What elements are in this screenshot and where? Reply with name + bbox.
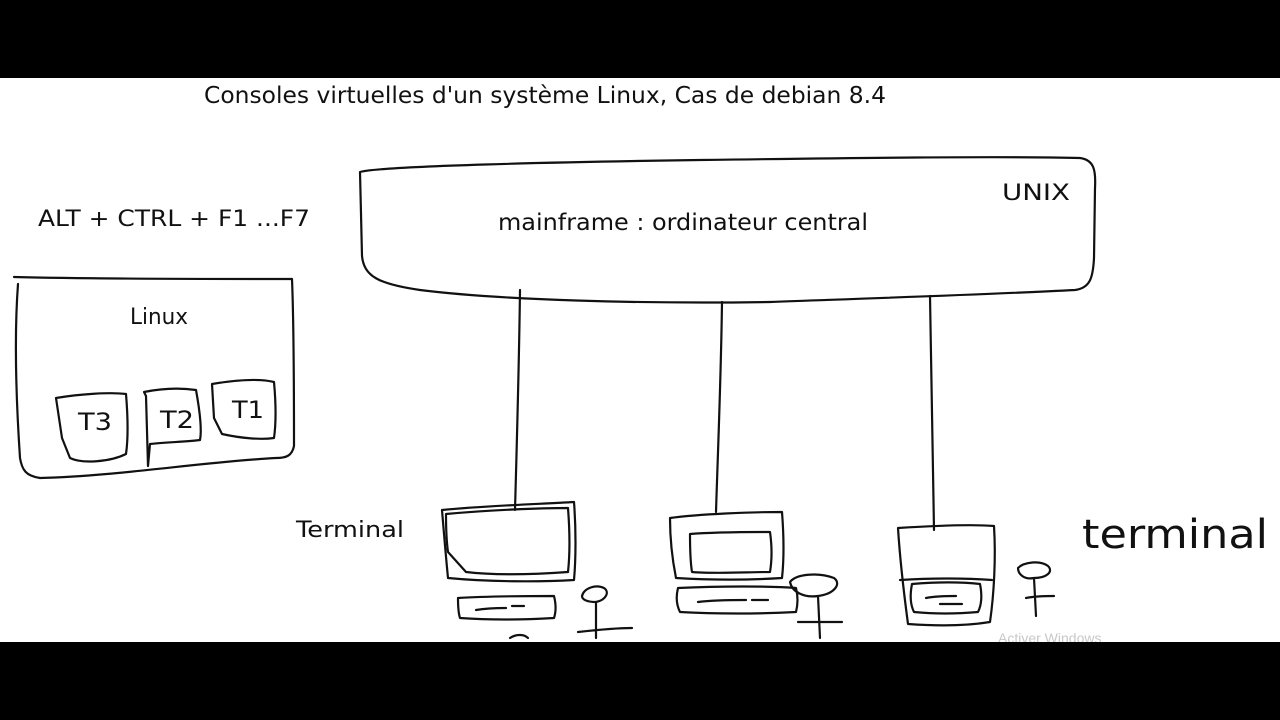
terminal-2-screen <box>688 530 773 574</box>
terminal-2-mouse <box>788 573 844 640</box>
terminal-3-screen <box>898 577 994 582</box>
connector-line-2 <box>714 300 724 514</box>
letterbox-top <box>0 0 1280 78</box>
diagram-title: Consoles virtuelles d'un système Linux, … <box>204 83 886 109</box>
t2-card <box>142 387 202 468</box>
activate-windows-watermark: Activer Windows <box>998 630 1102 642</box>
mainframe-os-label: UNIX <box>1002 181 1070 206</box>
shortcut-label: ALT + CTRL + F1 ...F7 <box>38 207 310 232</box>
terminal-3-keyboard <box>909 581 983 615</box>
terminal-2-monitor <box>668 510 785 581</box>
terminal-label-right: terminal <box>1082 512 1268 558</box>
mainframe-caption: mainframe : ordinateur central <box>498 210 868 236</box>
terminal-2-keys <box>696 598 770 604</box>
terminal-1-mouse <box>576 585 634 640</box>
terminal-t2-label: T2 <box>159 406 194 434</box>
connector-line-1 <box>513 288 522 512</box>
terminal-1-screen <box>444 506 571 576</box>
linux-label: Linux <box>130 305 188 330</box>
terminal-label-left: Terminal <box>295 518 404 543</box>
letterbox-bottom <box>0 642 1280 720</box>
terminal-3-keys <box>924 594 964 606</box>
terminal-2-keyboard <box>675 585 799 615</box>
terminal-1-monitor <box>440 500 577 583</box>
terminal-3-monitor <box>896 524 996 627</box>
terminal-t1-label: T1 <box>231 396 264 424</box>
connector-line-3 <box>928 294 936 532</box>
terminal-1-stub <box>508 633 530 640</box>
terminal-1-keyboard <box>456 594 557 621</box>
t1-card <box>210 378 277 440</box>
diagram-svg: Consoles virtuelles d'un système Linux, … <box>12 83 1268 640</box>
terminal-3-mouse <box>1016 561 1056 618</box>
terminal-t3-label: T3 <box>77 408 112 436</box>
linux-box <box>12 275 296 480</box>
terminal-1-keys <box>474 604 526 612</box>
t3-card <box>54 392 129 463</box>
whiteboard-canvas: Consoles virtuelles d'un système Linux, … <box>0 78 1280 642</box>
